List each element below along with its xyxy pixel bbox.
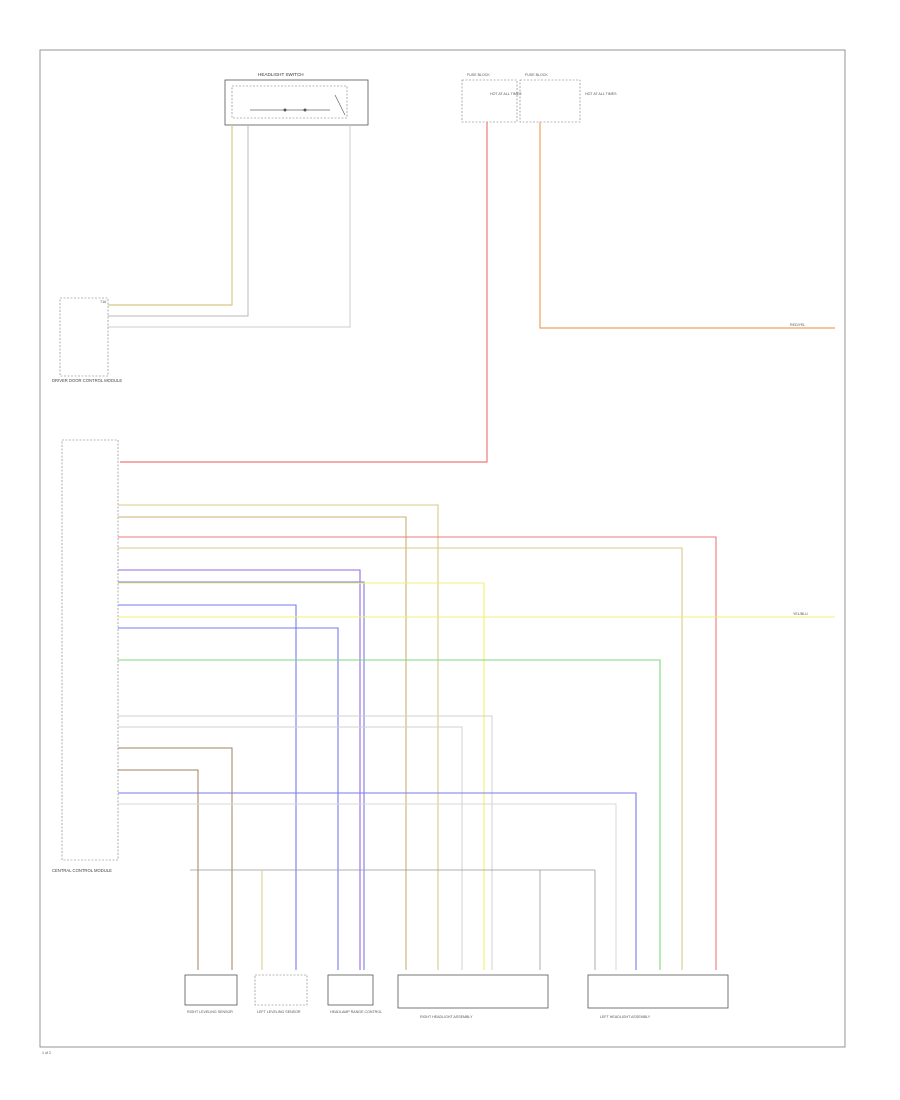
fuse-block-a: FUSE BLOCK HOT AT ALL TIMES: [461, 73, 522, 123]
driver-door-module: DRIVER DOOR CONTROL MODULE T16: [52, 297, 122, 383]
wire-blue-1: [118, 581, 365, 970]
hot-at-all-times-b: HOT AT ALL TIMES: [585, 92, 617, 96]
wire-white-switch: [108, 125, 351, 328]
wire-grey-1: [118, 715, 493, 970]
right-headlamp: RIGHT HEADLIGHT ASSEMBLY: [397, 974, 549, 1019]
wire-tan-switch: [108, 125, 233, 306]
right-headlamp-label: RIGHT HEADLIGHT ASSEMBLY: [420, 1015, 473, 1019]
wire-tan-2: [118, 516, 407, 970]
left-headlamp: LEFT HEADLIGHT ASSEMBLY: [587, 974, 729, 1019]
right-leveling-sensor: RIGHT LEVELING SENSOR: [184, 974, 238, 1014]
fuse-block-b-label: FUSE BLOCK: [525, 73, 548, 77]
wire-brown-1: [118, 747, 233, 970]
wire-blue-4: [118, 792, 637, 970]
wire-green: [118, 659, 661, 970]
offpage-label-2: YEL/BLU: [793, 612, 808, 616]
wire-tan-3: [118, 547, 683, 970]
svg-text:T16: T16: [100, 300, 106, 304]
offpage-label-1: RED/YEL: [790, 323, 805, 327]
headlight-switch: HEADLIGHT SWITCH: [224, 72, 369, 126]
right-leveling-sensor-label: RIGHT LEVELING SENSOR: [187, 1010, 233, 1014]
wire-blue-3: [118, 627, 339, 970]
wire-brown-2: [118, 769, 199, 970]
hot-at-all-times-a: HOT AT ALL TIMES: [490, 92, 522, 96]
diagram-frame: [39, 49, 846, 1048]
wire-tan-1: [118, 504, 439, 970]
central-module: CENTRAL CONTROL MODULE: [52, 439, 119, 873]
driver-door-module-label: DRIVER DOOR CONTROL MODULE: [52, 378, 122, 383]
page-number: 1 of 2: [42, 1051, 51, 1055]
headlamp-range-control: HEADLAMP RANGE CONTROL: [327, 974, 382, 1014]
left-leveling-sensor: LEFT LEVELING SENSOR: [254, 974, 308, 1014]
wire-red-fuse-a: [120, 122, 488, 463]
left-headlamp-label: LEFT HEADLIGHT ASSEMBLY: [600, 1015, 651, 1019]
wire-violet: [118, 569, 361, 970]
headlight-switch-label: HEADLIGHT SWITCH: [258, 72, 304, 77]
fuse-block-a-label: FUSE BLOCK: [467, 73, 490, 77]
wire-orange-fuse-b: [539, 122, 835, 329]
wire-grey-2: [118, 726, 463, 970]
fuse-block-b: FUSE BLOCK HOT AT ALL TIMES: [519, 73, 617, 123]
headlamp-range-control-label: HEADLAMP RANGE CONTROL: [330, 1010, 382, 1014]
wire-grey-3: [118, 803, 617, 970]
left-leveling-sensor-label: LEFT LEVELING SENSOR: [257, 1010, 301, 1014]
wire-grey-switch: [108, 125, 249, 317]
wire-blue-2: [118, 604, 297, 970]
wire-red-2: [118, 536, 717, 970]
wire-yellow-1: [118, 582, 485, 970]
central-module-label: CENTRAL CONTROL MODULE: [52, 868, 112, 873]
